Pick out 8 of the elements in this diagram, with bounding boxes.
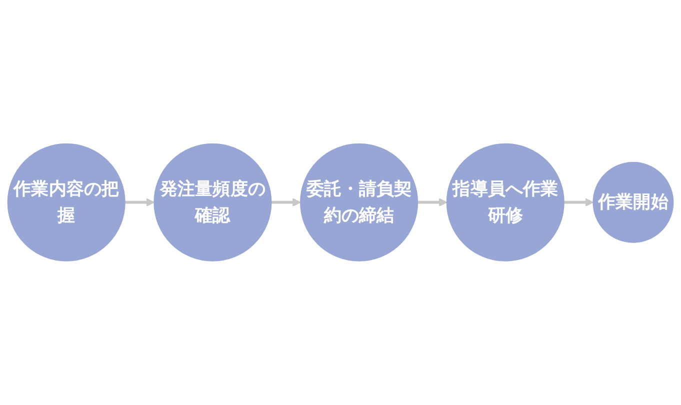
node-circle: 作業内容の把握 [7,143,126,262]
node-circle: 発注量頻度の確認 [154,143,272,262]
node-circle: 委託・請負契約の締結 [300,143,418,262]
arrow [124,198,155,207]
arrow [271,198,301,207]
arrow [418,198,448,207]
arrow [564,198,594,207]
node-circle: 指導員へ作業研修 [446,143,564,262]
